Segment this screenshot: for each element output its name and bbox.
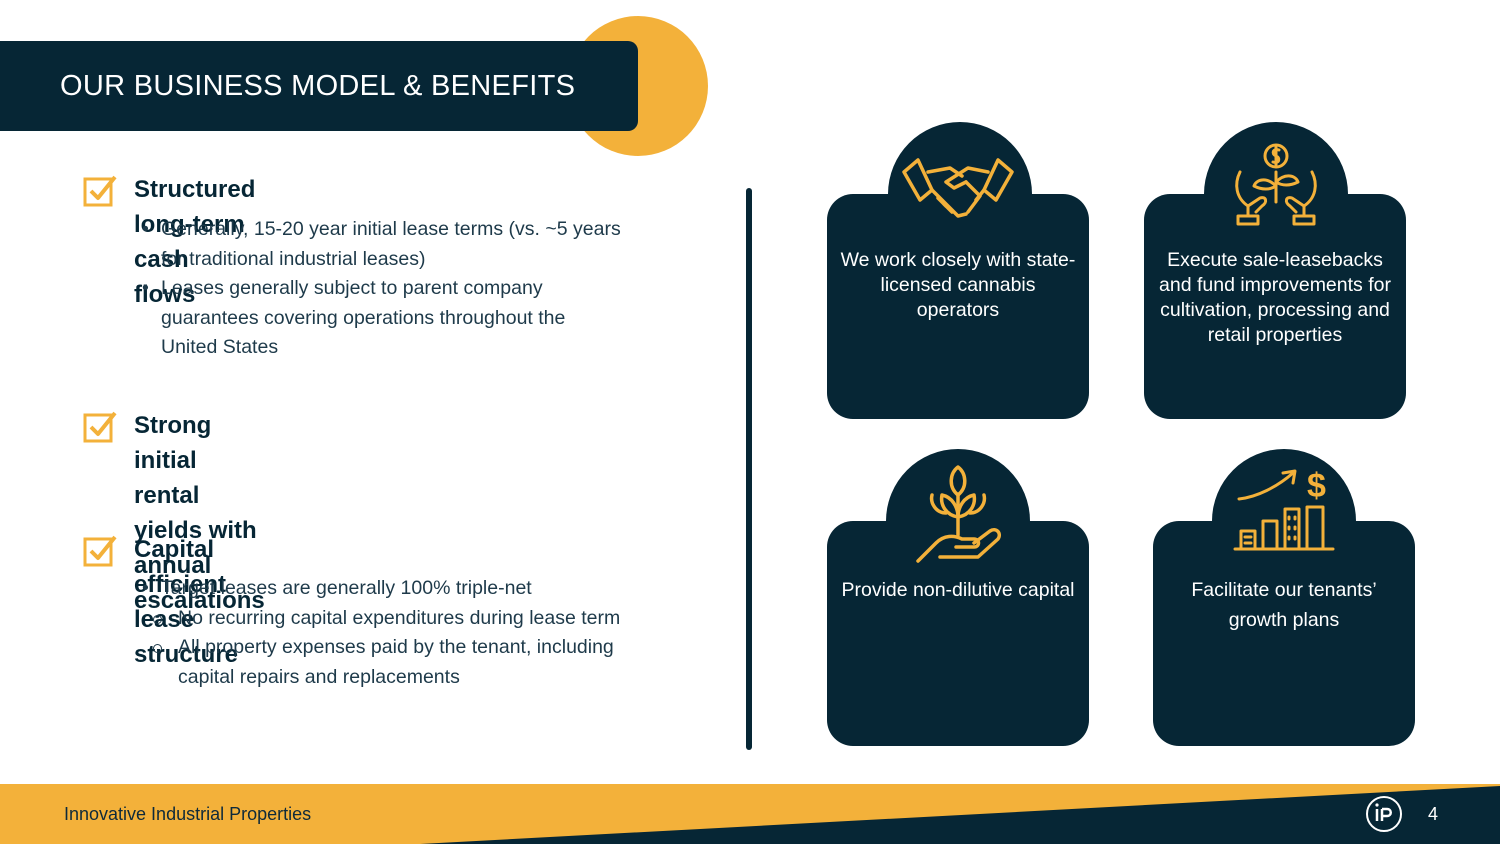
footer: Innovative Industrial Properties 4 <box>0 784 1500 844</box>
bullet-item: Leases generally subject to parent compa… <box>142 274 622 363</box>
checkbox-icon <box>83 535 117 567</box>
card-body <box>1144 194 1406 419</box>
card-body <box>827 194 1089 419</box>
footer-band <box>0 784 1500 844</box>
svg-text:$: $ <box>1307 467 1326 505</box>
title-bar: OUR BUSINESS MODEL & BENEFITS <box>0 41 638 131</box>
card-text: Execute sale-leasebacks and fund improve… <box>1159 249 1391 346</box>
bullet-item: Target leases are generally 100% triple-… <box>142 574 642 692</box>
sub-bullet-item: No recurring capital expenditures during… <box>142 604 642 634</box>
page-number: 4 <box>1428 804 1439 824</box>
checkbox-icon <box>83 175 117 207</box>
section-title-line: Strong initial rental yields with <box>134 412 257 544</box>
card-body <box>1153 521 1415 746</box>
card-text: We work closely with state-licensed cann… <box>840 249 1076 321</box>
bullet-text: Target leases are generally 100% triple-… <box>161 577 532 599</box>
page-title: OUR BUSINESS MODEL & BENEFITS <box>60 69 576 102</box>
plant-coin-hands-icon <box>1235 143 1317 226</box>
growth-chart-dollar-icon: $ <box>1233 467 1335 551</box>
handshake-icon <box>902 158 1014 218</box>
sub-bullet-item: All property expenses paid by the tenant… <box>142 633 642 692</box>
card-text: Provide non-dilutive capital <box>841 579 1075 601</box>
bullet-list: Target leases are generally 100% triple-… <box>142 574 642 692</box>
bullet-item: Generally, 15-20 year initial lease term… <box>142 215 622 274</box>
footer-company-name: Innovative Industrial Properties <box>64 804 312 824</box>
bullet-list: Generally, 15-20 year initial lease term… <box>142 215 622 363</box>
checkbox-icon <box>83 411 117 443</box>
logo-mark <box>1375 803 1392 821</box>
vertical-divider <box>746 188 752 750</box>
hand-sprout-icon <box>916 465 1002 563</box>
iip-logo-icon <box>1366 796 1402 832</box>
sub-bullet-list: No recurring capital expenditures during… <box>153 604 642 693</box>
card-text: Facilitate our tenants’ growth plans <box>1191 579 1377 631</box>
